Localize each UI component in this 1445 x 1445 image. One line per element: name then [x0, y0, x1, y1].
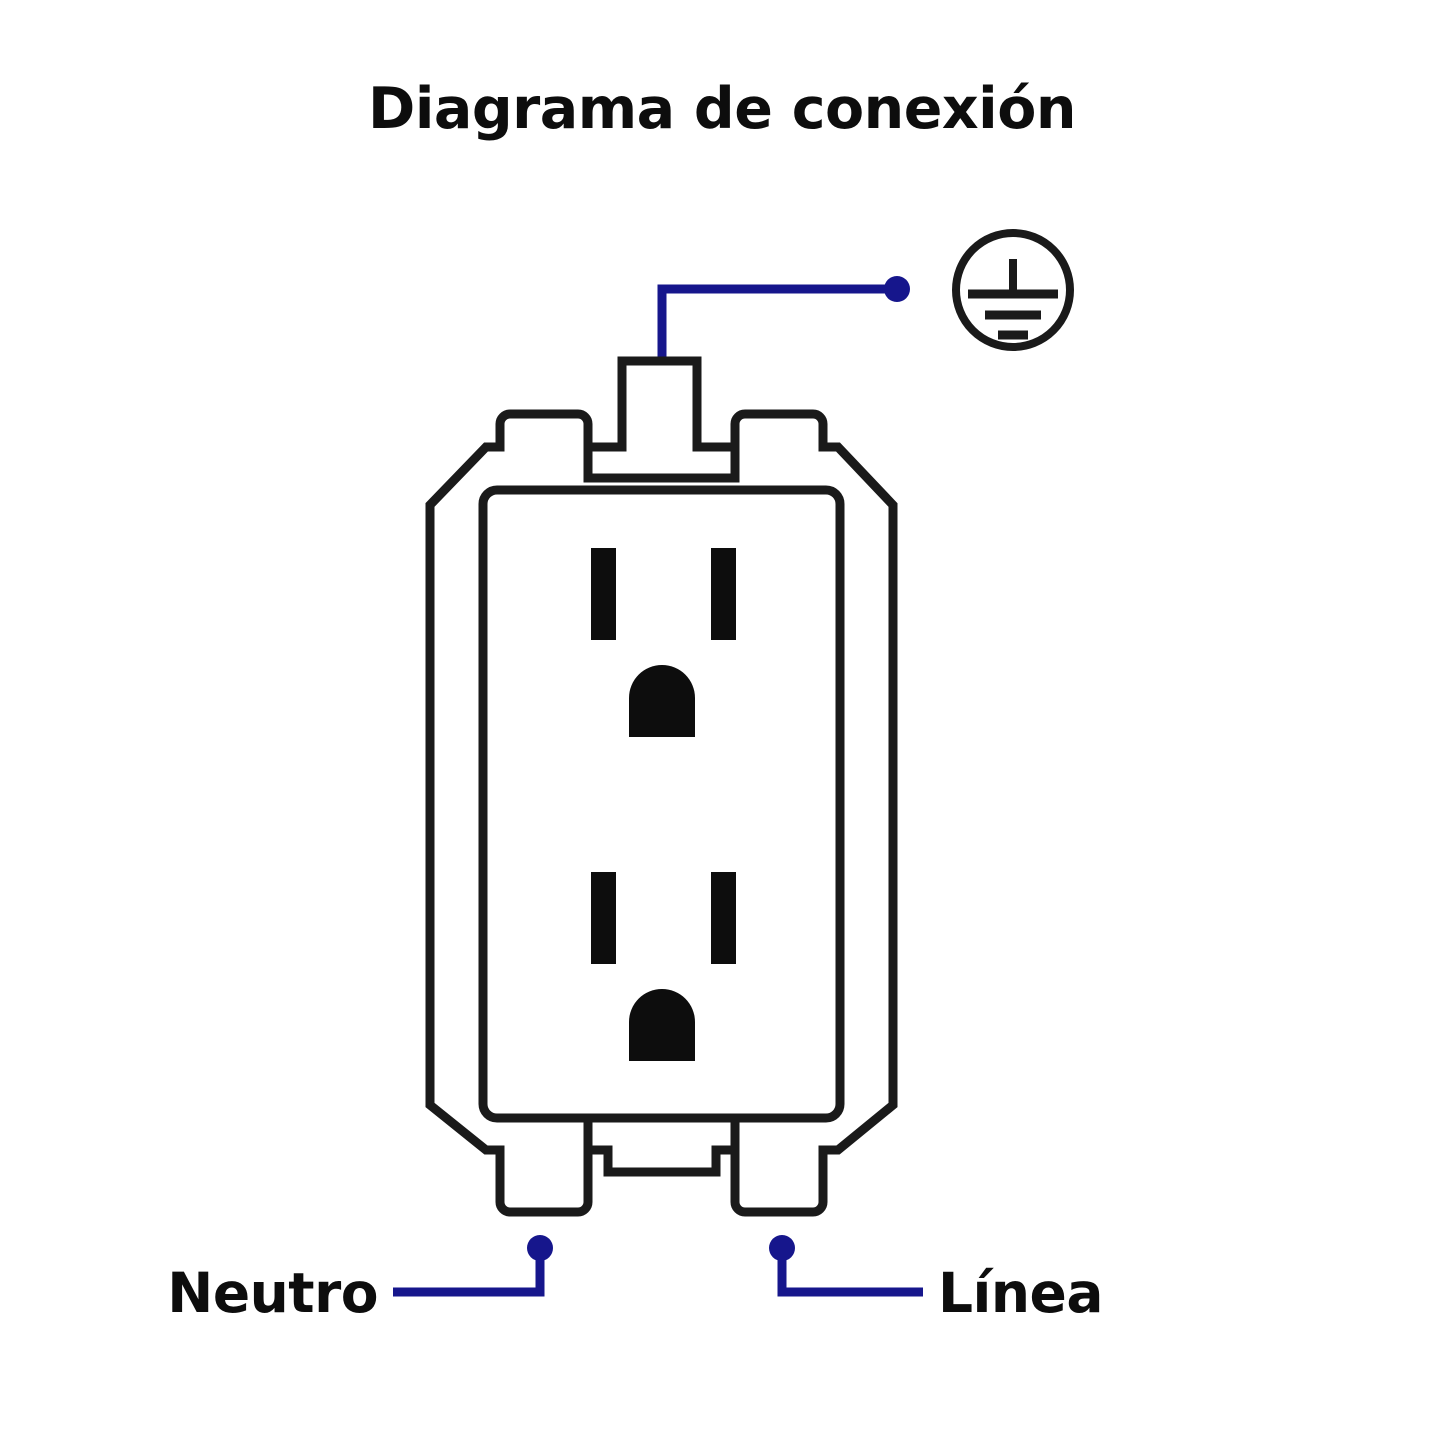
slot-ground-upper — [629, 665, 695, 737]
neutral-label: Neutro — [167, 1261, 378, 1325]
slot-ground-lower — [629, 989, 695, 1061]
line-wire — [769, 1235, 923, 1297]
ground-terminal-tab — [583, 447, 740, 483]
outlet-faceplate — [478, 485, 845, 1123]
neutral-wire — [393, 1235, 553, 1297]
line-terminal-dot — [769, 1235, 795, 1261]
slot-line-lower — [711, 872, 736, 964]
slot-neutral-lower — [591, 872, 616, 964]
slot-neutral-upper — [591, 548, 616, 640]
bottom-center-notch — [583, 1118, 740, 1177]
line-label: Línea — [938, 1261, 1103, 1325]
slot-line-upper — [711, 548, 736, 640]
ground-terminal-dot — [884, 276, 910, 302]
neutral-terminal-dot — [527, 1235, 553, 1261]
receptacle-lower — [591, 872, 736, 1061]
diagram-title: Diagrama de conexión — [368, 76, 1076, 142]
receptacle-upper — [591, 548, 736, 737]
ground-wire — [657, 276, 910, 361]
earth-ground-icon — [952, 229, 1074, 351]
